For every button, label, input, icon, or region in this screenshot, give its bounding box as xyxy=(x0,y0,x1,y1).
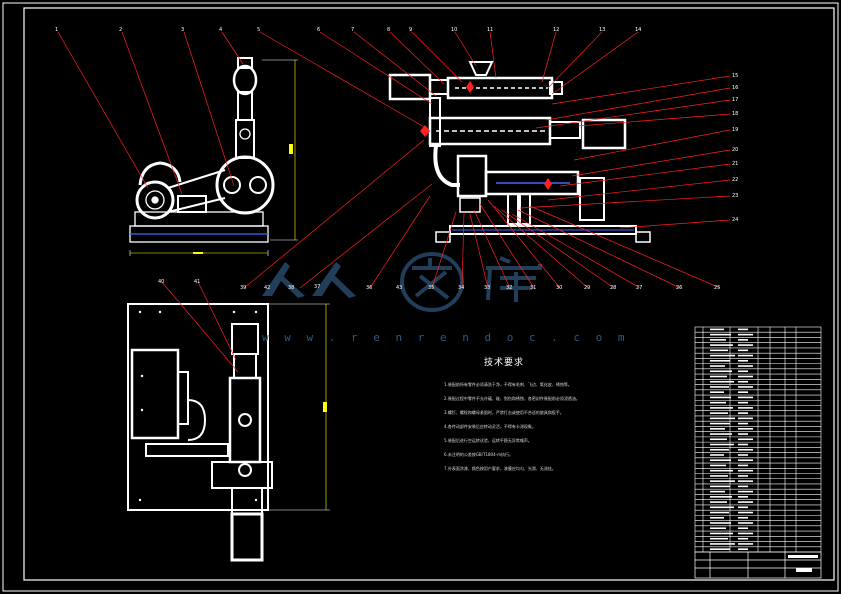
inner-border xyxy=(23,7,835,581)
title-block xyxy=(694,551,822,581)
balloon-number: 35 xyxy=(428,285,434,291)
side-elevation-view xyxy=(129,57,298,256)
balloon-number: 42 xyxy=(264,285,270,291)
balloon-number: 20 xyxy=(732,147,738,153)
balloon-number: 40 xyxy=(158,279,164,285)
balloon-number: 13 xyxy=(599,27,605,33)
balloon-number: 11 xyxy=(487,27,493,33)
balloon-number: 2 xyxy=(119,27,122,33)
balloon-number: 9 xyxy=(409,27,412,33)
balloon-number: 15 xyxy=(732,73,738,79)
balloon-number: 39 xyxy=(240,285,246,291)
balloon-number: 21 xyxy=(732,161,738,167)
balloon-number: 1 xyxy=(55,27,58,33)
balloon-number: 34 xyxy=(458,285,464,291)
technical-requirement-line: 4.各传动部件安装后应转动灵活，不得有卡滞现象。 xyxy=(444,424,536,429)
technical-requirements-title: 技术要求 xyxy=(484,358,525,368)
leader-lines xyxy=(57,31,731,373)
balloon-number: 25 xyxy=(714,285,720,291)
balloon-number: 16 xyxy=(732,85,738,91)
balloon-number: 24 xyxy=(732,217,738,223)
balloon-number: 27 xyxy=(636,285,642,291)
balloon-number: 5 xyxy=(257,27,260,33)
balloon-number: 37 xyxy=(314,284,320,290)
balloon-number: 28 xyxy=(610,285,616,291)
balloon-number: 10 xyxy=(451,27,457,33)
balloon-number: 43 xyxy=(396,285,402,291)
balloon-number: 41 xyxy=(194,279,200,285)
parts-list-table xyxy=(694,326,822,553)
balloon-number: 22 xyxy=(732,177,738,183)
watermark-url: w w w . r e n r e n d o c . c o m xyxy=(262,331,630,344)
technical-requirement-line: 7.外表面涂漆，颜色按用户要求，漆膜应均匀、光滑、无流挂。 xyxy=(444,466,556,471)
technical-requirement-line: 3.螺钉、螺栓和螺母紧固时，严禁打击或使用不合适的旋具和扳手。 xyxy=(444,410,564,415)
balloon-number: 12 xyxy=(553,27,559,33)
balloon-number: 18 xyxy=(732,111,738,117)
plan-view xyxy=(127,303,330,562)
balloon-number: 36 xyxy=(366,285,372,291)
balloon-number: 14 xyxy=(635,27,641,33)
balloon-number: 29 xyxy=(584,285,590,291)
balloon-labels: 1 2 3 4 5 6 7 8 9 10 11 12 13 14 15 16 1… xyxy=(55,27,738,291)
balloon-number: 38 xyxy=(288,285,294,291)
balloon-number: 19 xyxy=(732,127,738,133)
balloon-number: 6 xyxy=(317,27,320,33)
balloon-number: 8 xyxy=(387,27,390,33)
balloon-number: 30 xyxy=(556,285,562,291)
technical-requirement-line: 5.装配后进行空运转试验，运转平稳无异常噪声。 xyxy=(444,438,532,443)
balloon-number: 17 xyxy=(732,97,738,103)
balloon-number: 32 xyxy=(506,285,512,291)
plan-dots xyxy=(138,310,258,502)
balloon-number: 4 xyxy=(219,27,222,33)
front-elevation-view xyxy=(388,61,651,243)
watermark-logo xyxy=(262,252,542,312)
technical-requirement-line: 2.装配过程中零件不允许磕、碰、划伤和锈蚀，各密封件装配前必须浸透油。 xyxy=(444,396,580,401)
balloon-number: 26 xyxy=(676,285,682,291)
balloon-number: 31 xyxy=(530,285,536,291)
balloon-number: 7 xyxy=(351,27,354,33)
balloon-number: 33 xyxy=(484,285,490,291)
balloon-number: 23 xyxy=(732,193,738,199)
technical-requirement-line: 6.未注明的公差按GB/T1804-m执行。 xyxy=(444,452,513,457)
balloon-number: 3 xyxy=(181,27,184,33)
technical-requirement-line: 1.装配前所有零件必须清洗干净，不得有毛刺、飞边、氧化皮、锈蚀等。 xyxy=(444,382,572,387)
section-markers xyxy=(420,81,552,190)
